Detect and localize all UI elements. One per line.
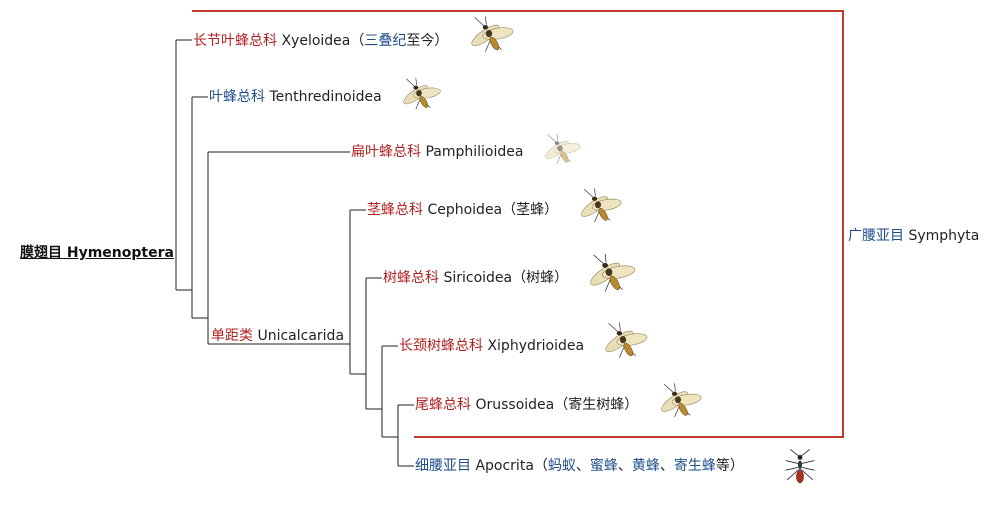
root-latin: Hymenoptera	[66, 245, 174, 261]
orussoidea-cn: 尾蜂总科	[415, 397, 471, 413]
pamphilioidea-wasp-icon	[542, 134, 582, 165]
taxon-xyeloidea: 长节叶蜂总科 Xyeloidea（三叠纪至今）	[193, 32, 448, 50]
xiphydrioidea-wasp-icon	[602, 322, 649, 359]
taxon-xiphydrioidea: 长颈树蜂总科 Xiphydrioidea	[399, 337, 584, 355]
tenthredinoidea-cn: 叶蜂总科	[209, 89, 265, 105]
apocrita-item-parasitoid: 寄生蜂	[673, 458, 716, 474]
xyeloidea-cn: 长节叶蜂总科	[193, 33, 277, 49]
pamphilioidea-latin: Pamphilioidea	[425, 144, 524, 160]
pamphilioidea-cn: 扁叶蜂总科	[351, 144, 421, 160]
clade-unicalcarida: 单距类 Unicalcarida	[211, 327, 344, 345]
xyeloidea-note-period: 三叠纪	[364, 33, 407, 49]
xiphydrioidea-cn: 长颈树蜂总科	[399, 338, 483, 354]
xiphydrioidea-latin: Xiphydrioidea	[487, 338, 585, 354]
taxon-siricoidea: 树蜂总科 Siricoidea（树蜂）	[383, 269, 568, 287]
symphyta-cn: 广腰亚目	[848, 228, 904, 244]
apocrita-note-open: （	[533, 458, 548, 474]
cephoidea-wasp-icon	[578, 187, 623, 223]
taxon-tenthredinoidea: 叶蜂总科 Tenthredinoidea	[209, 88, 382, 106]
xyeloidea-note-open: （	[350, 33, 365, 49]
siricoidea-note: （树蜂）	[512, 270, 569, 286]
apocrita-cn: 细腰亚目	[415, 458, 471, 474]
cephoidea-note: （茎蜂）	[502, 202, 559, 218]
suborder-symphyta: 广腰亚目 Symphyta	[848, 227, 979, 245]
unicalcarida-latin: Unicalcarida	[257, 328, 345, 344]
siricoidea-cn: 树蜂总科	[383, 270, 439, 286]
apocrita-item-ant: 蚂蚁	[547, 458, 576, 474]
apocrita-latin: Apocrita	[475, 458, 534, 474]
apocrita-note-end: 等）	[715, 458, 744, 474]
orussoidea-latin: Orussoidea	[475, 397, 555, 413]
apocrita-item-wasp: 黄蜂	[631, 458, 660, 474]
xyeloidea-note-rest: 至今）	[406, 33, 449, 49]
cephoidea-latin: Cephoidea	[427, 202, 503, 218]
root-cn: 膜翅目	[20, 245, 62, 261]
apocrita-sep: 、	[575, 458, 590, 474]
taxon-orussoidea: 尾蜂总科 Orussoidea（寄生树蜂）	[415, 396, 638, 414]
taxon-apocrita: 细腰亚目 Apocrita（蚂蚁、蜜蜂、黄蜂、寄生蜂等）	[415, 457, 744, 475]
xyeloidea-latin: Xyeloidea	[281, 33, 351, 49]
unicalcarida-cn: 单距类	[211, 328, 253, 344]
apocrita-sep: 、	[659, 458, 674, 474]
symphyta-bracket	[192, 10, 844, 438]
siricoidea-horntail-icon	[586, 253, 637, 293]
taxon-pamphilioidea: 扁叶蜂总科 Pamphilioidea	[351, 143, 523, 161]
apocrita-item-bee: 蜜蜂	[589, 458, 618, 474]
cephoidea-cn: 茎蜂总科	[367, 202, 423, 218]
tree-lines	[175, 39, 414, 467]
xyeloidea-wasp-icon	[468, 16, 515, 53]
taxon-cephoidea: 茎蜂总科 Cephoidea（茎蜂）	[367, 201, 558, 219]
apocrita-sep: 、	[617, 458, 632, 474]
symphyta-latin: Symphyta	[908, 228, 980, 244]
apocrita-ant-icon	[785, 448, 815, 484]
siricoidea-latin: Siricoidea	[443, 270, 513, 286]
orussoidea-note: （寄生树蜂）	[554, 397, 639, 413]
orussoidea-wasp-icon	[658, 382, 703, 418]
tenthredinoidea-latin: Tenthredinoidea	[269, 89, 382, 105]
root-label: 膜翅目 Hymenoptera	[20, 244, 174, 262]
tenthredinoidea-sawfly-icon	[400, 78, 442, 110]
